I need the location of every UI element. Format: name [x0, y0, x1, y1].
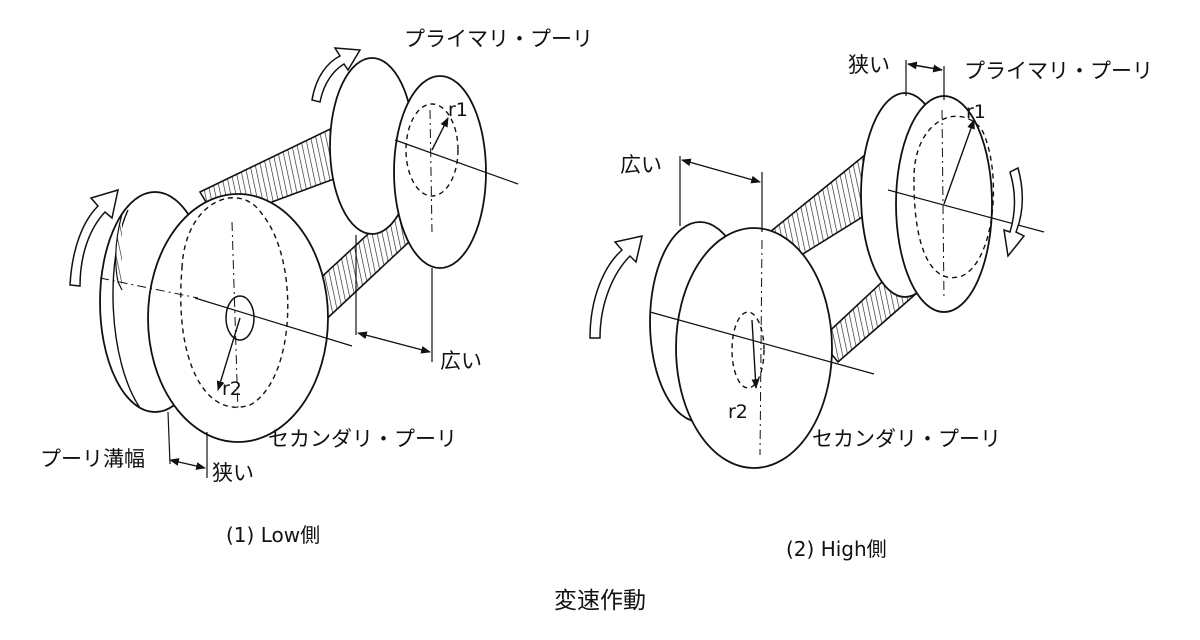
low-primary-gap-dimension: 広い [355, 235, 482, 373]
high-secondary-gap-dimension: 広い [620, 153, 763, 232]
high-side-figure: r1 r2 狭い 広い プライマリ・プーリ [589, 53, 1153, 561]
high-caption: (2) High側 [786, 537, 887, 561]
low-secondary-pulley: r2 [99, 191, 353, 443]
low-primary-gap-label: 広い [440, 349, 482, 373]
high-primary-pulley: r1 [860, 92, 1045, 313]
diagram-title: 変速作動 [554, 588, 646, 614]
high-r1-label: r1 [966, 101, 986, 123]
low-side-figure: r1 r2 広い [40, 27, 593, 547]
high-secondary-gap-label: 広い [620, 153, 662, 177]
high-primary-gap-label: 狭い [848, 53, 890, 77]
low-caption: (1) Low側 [226, 523, 320, 547]
low-secondary-rotation-arrow [69, 188, 119, 287]
low-r1-label: r1 [448, 99, 468, 121]
low-r2-label: r2 [222, 378, 242, 400]
high-secondary-rotation-arrow [589, 235, 643, 339]
low-groove-dimension: 狭い プーリ溝幅 [40, 411, 254, 485]
low-primary-rotation-arrow [311, 47, 362, 103]
high-secondary-pulley: r2 [649, 221, 875, 469]
high-primary-gap-dimension: 狭い [848, 53, 945, 100]
low-secondary-gap-label: 狭い [212, 461, 254, 485]
high-secondary-pulley-label: セカンダリ・プーリ [812, 427, 1001, 451]
high-primary-pulley-label: プライマリ・プーリ [964, 59, 1153, 83]
low-secondary-pulley-label: セカンダリ・プーリ [268, 427, 457, 451]
high-primary-rotation-arrow [1003, 166, 1026, 258]
low-groove-label: プーリ溝幅 [40, 447, 145, 471]
high-r2-label: r2 [728, 401, 748, 423]
low-primary-pulley: r1 [329, 57, 519, 269]
low-primary-pulley-label: プライマリ・プーリ [404, 27, 593, 51]
